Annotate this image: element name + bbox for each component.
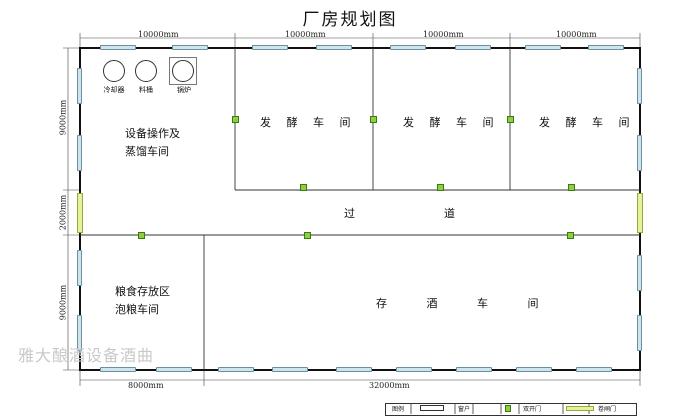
door-ferment-3-bottom: [568, 184, 575, 191]
door-ferment-3-left: [507, 116, 514, 123]
door-storage-2: [567, 232, 574, 239]
window-right-2: [637, 135, 642, 171]
legend-double-door: 双开门: [523, 406, 542, 413]
window-bottom-1: [100, 367, 136, 372]
room-grain-line2: 泡粮车间: [115, 303, 159, 316]
dim-bottom-left: 8000mm: [128, 381, 164, 390]
window-left-3: [77, 250, 82, 286]
window-bottom-8: [516, 367, 552, 372]
room-corridor-right: 道: [444, 207, 461, 220]
legend-rollup-door: 卷闸门: [598, 406, 617, 413]
dim-top-2: 10000mm: [285, 30, 326, 39]
rollup-door-left: [77, 193, 83, 233]
dim-top-4: 10000mm: [556, 30, 597, 39]
window-right-4: [637, 315, 642, 351]
window-top-4: [316, 45, 352, 50]
window-right-1: [637, 68, 642, 104]
bucket-icon: [135, 60, 157, 82]
window-bottom-7: [456, 367, 492, 372]
dim-top-1: 10000mm: [138, 30, 179, 39]
room-corridor-left: 过: [344, 207, 361, 220]
door-ferment-1-left: [232, 116, 239, 123]
watermark-text: 雅大酿酒设备酒曲: [18, 346, 155, 365]
legend-door-icon: [505, 405, 511, 412]
dim-bottom-total: 32000mm: [369, 381, 410, 390]
outer-wall-top: [79, 47, 641, 49]
cooler-icon: [103, 60, 125, 82]
room-storage: 存 酒 车 间: [376, 297, 557, 310]
boiler-icon: [172, 60, 194, 82]
window-left-1: [77, 68, 82, 104]
room-grain-line1: 粮食存放区: [115, 285, 170, 298]
window-bottom-3: [218, 367, 254, 372]
rollup-door-right: [637, 193, 643, 233]
room-ferment-1: 发 酵 车 间: [260, 116, 357, 129]
boiler-box: [169, 57, 197, 85]
legend-rollup-icon: [566, 406, 594, 411]
room-ferment-3: 发 酵 车 间: [539, 116, 636, 129]
room-equipment-line2: 蒸馏车间: [125, 145, 169, 158]
door-grain: [138, 232, 145, 239]
window-right-3: [637, 255, 642, 291]
legend-window-icon: [420, 405, 444, 411]
door-ferment-1-bottom: [300, 184, 307, 191]
window-bottom-9: [576, 367, 612, 372]
dim-top-3: 10000mm: [423, 30, 464, 39]
window-top-1: [100, 45, 136, 50]
window-top-5: [390, 45, 426, 50]
legend-dividers: [410, 403, 590, 414]
window-top-3: [252, 45, 288, 50]
window-bottom-2: [156, 367, 192, 372]
room-ferment-2: 发 酵 车 间: [403, 116, 500, 129]
door-ferment-2-left: [370, 116, 377, 123]
door-ferment-2-bottom: [437, 184, 444, 191]
window-left-4: [77, 315, 82, 351]
window-top-7: [525, 45, 561, 50]
cooler-label: 冷却器: [103, 86, 125, 94]
room-equipment-line1: 设备操作及: [125, 127, 180, 140]
page-title: 厂房规划图: [302, 10, 398, 30]
window-left-2: [77, 135, 82, 171]
window-top-2: [172, 45, 208, 50]
door-storage-1: [304, 232, 311, 239]
window-top-6: [455, 45, 491, 50]
boiler-label: 锅炉: [177, 86, 191, 94]
legend-window: 窗户: [458, 406, 471, 413]
window-bottom-4: [272, 367, 308, 372]
window-top-8: [588, 45, 624, 50]
legend-label: 图例: [392, 406, 405, 413]
window-bottom-6: [396, 367, 432, 372]
bucket-label: 料桶: [139, 86, 153, 94]
window-bottom-5: [336, 367, 372, 372]
